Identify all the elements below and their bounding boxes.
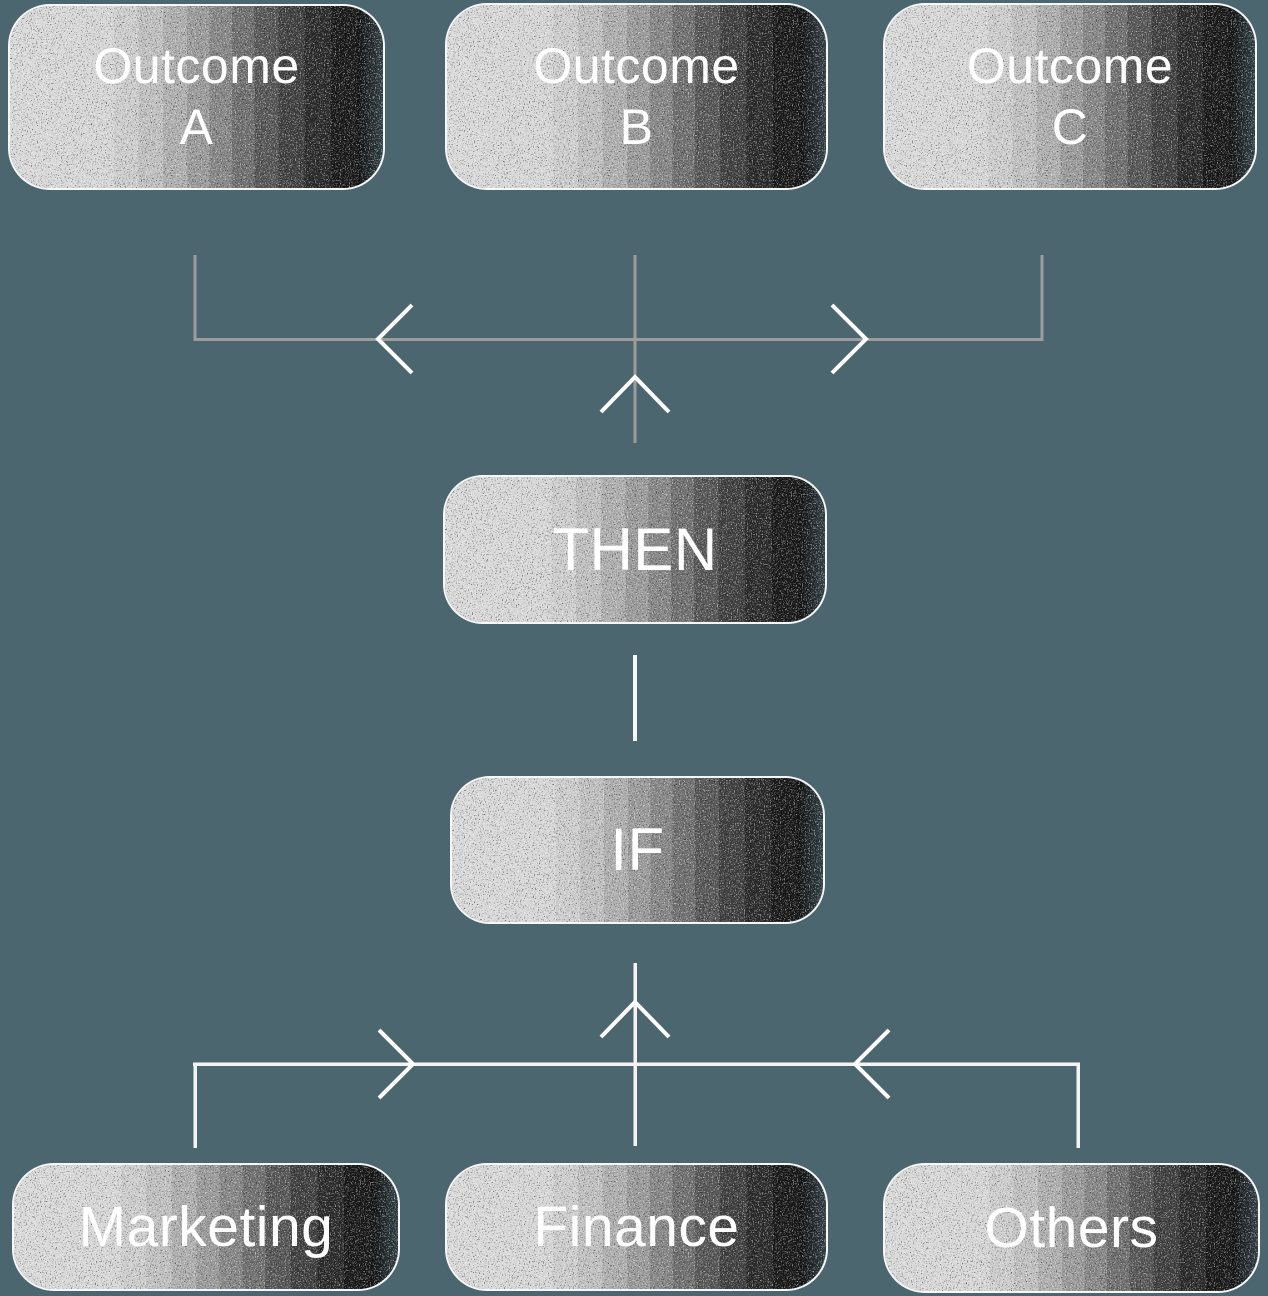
arrowhead-up-top-icon	[599, 374, 671, 414]
arrowhead-leftward-icon	[852, 1028, 891, 1100]
node-gradient-fill	[14, 1165, 398, 1289]
node-marketing: Marketing	[12, 1163, 400, 1291]
node-if: IF	[450, 776, 825, 924]
node-gradient-fill	[445, 477, 825, 622]
node-label: Marketing	[79, 1197, 334, 1257]
node-label: Outcome A	[93, 36, 299, 158]
node-finance: Finance	[445, 1163, 828, 1291]
node-label: IF	[610, 819, 664, 881]
node-label: Outcome B	[533, 36, 739, 158]
node-label-line: Marketing	[78, 1195, 334, 1259]
node-gradient-fill	[885, 5, 1255, 188]
arrowhead-right-icon	[830, 303, 869, 375]
node-then: THEN	[443, 475, 827, 624]
node-label: Finance	[533, 1197, 739, 1257]
node-outcome-b: Outcome B	[445, 3, 828, 190]
arrowhead-rightward-icon	[377, 1028, 416, 1100]
node-label: Others	[984, 1198, 1158, 1258]
node-label-line: C	[1051, 98, 1089, 155]
node-others: Others	[883, 1163, 1260, 1293]
node-outcome-c: Outcome C	[883, 3, 1257, 190]
arrowhead-left-icon	[375, 303, 414, 375]
node-gradient-fill	[447, 5, 826, 188]
node-gradient-fill	[452, 778, 823, 922]
node-label-line: Finance	[533, 1195, 740, 1259]
node-label-line: THEN	[552, 515, 718, 583]
node-outcome-a: Outcome A	[8, 4, 385, 190]
arrowhead-up-bottom-icon	[599, 999, 671, 1039]
node-label: THEN	[552, 515, 718, 583]
node-label-line: A	[179, 99, 214, 155]
node-label-line: B	[619, 98, 654, 155]
node-label: Outcome C	[967, 36, 1173, 158]
node-label-line: Outcome	[533, 37, 740, 94]
node-label-line: Outcome	[93, 38, 300, 94]
node-gradient-fill	[10, 6, 383, 188]
node-gradient-fill	[885, 1165, 1258, 1291]
node-label-line: Outcome	[966, 37, 1174, 94]
node-label-line: Others	[984, 1196, 1159, 1260]
node-label-line: IF	[610, 816, 665, 883]
node-gradient-fill	[447, 1165, 826, 1289]
